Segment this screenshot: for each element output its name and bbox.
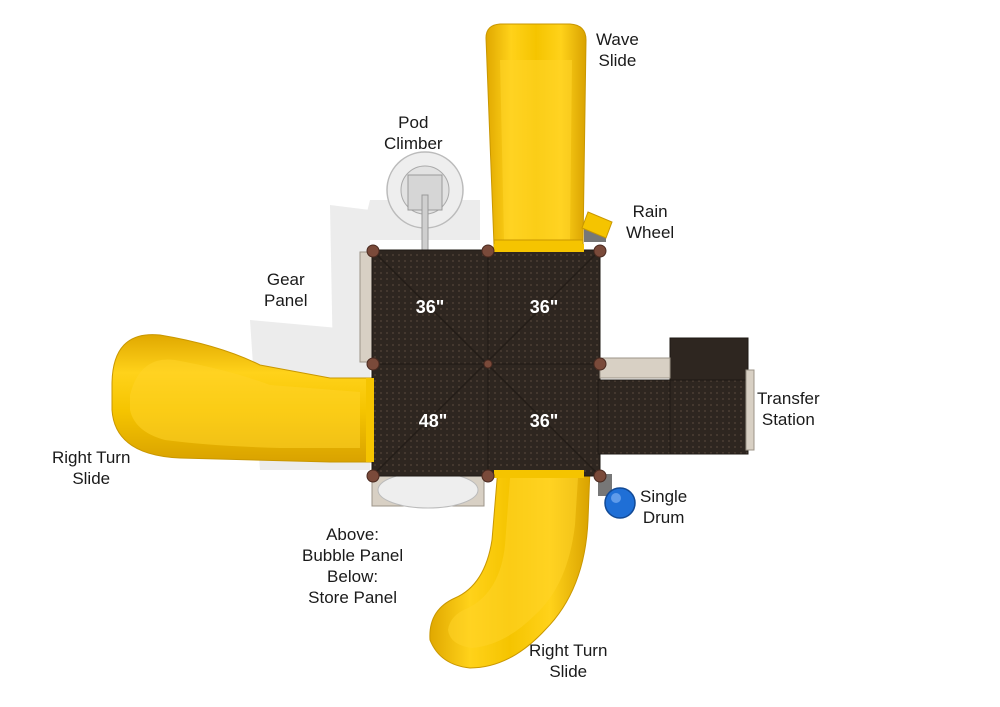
single-drum — [598, 474, 636, 519]
callout-transfer-station: Transfer Station — [757, 388, 820, 430]
callout-gear-panel: Gear Panel — [264, 269, 307, 311]
bubble-store-panel — [371, 471, 485, 509]
rain-wheel — [581, 211, 613, 242]
callout-single-drum-line-1: Single — [640, 487, 688, 506]
deck-height-bottom-right: 36" — [530, 411, 559, 431]
callout-bubble-store-panel-line-4: Store Panel — [308, 588, 397, 607]
callout-rain-wheel-line-1: Rain — [632, 202, 668, 221]
callout-wave-slide-line-1: Wave — [596, 30, 639, 49]
callout-bubble-store-panel: Above: Bubble Panel Below: Store Panel — [302, 524, 403, 608]
callout-rain-wheel: Rain Wheel — [626, 201, 674, 243]
callout-gear-panel-line-2: Panel — [264, 291, 308, 310]
transfer-station — [597, 337, 755, 455]
callout-right-turn-slide-bottom: Right Turn Slide — [529, 640, 607, 682]
callout-pod-climber-line-1: Pod — [398, 113, 429, 132]
right-turn-slide-left — [111, 334, 373, 463]
callout-single-drum-line-2: Drum — [642, 508, 685, 527]
pod-climber — [386, 151, 464, 261]
callout-transfer-station-line-1: Transfer — [757, 389, 820, 408]
callout-wave-slide: Wave Slide — [596, 29, 639, 71]
callout-bubble-store-panel-line-1: Above: — [326, 525, 380, 544]
post-caps — [366, 244, 607, 483]
callout-bubble-store-panel-line-3: Below: — [327, 567, 379, 586]
deck-height-top-right: 36" — [530, 297, 559, 317]
callout-pod-climber: Pod Climber — [384, 112, 443, 154]
deck-platform — [366, 244, 601, 478]
callout-right-turn-slide-left: Right Turn Slide — [52, 447, 130, 489]
right-turn-slide-bottom — [429, 467, 591, 669]
deck-height-bottom-left: 48" — [419, 411, 448, 431]
callout-transfer-station-line-2: Station — [761, 410, 815, 429]
callout-right-turn-slide-left-line-1: Right Turn — [52, 448, 131, 467]
deck-height-top-left: 36" — [416, 297, 445, 317]
callout-pod-climber-line-2: Climber — [384, 134, 443, 153]
callout-single-drum: Single Drum — [640, 486, 687, 528]
callout-bubble-store-panel-line-2: Bubble Panel — [302, 546, 404, 565]
callout-right-turn-slide-bottom-line-1: Right Turn — [529, 641, 608, 660]
callout-right-turn-slide-bottom-line-2: Slide — [549, 662, 588, 681]
callout-right-turn-slide-left-line-2: Slide — [72, 469, 111, 488]
callout-rain-wheel-line-2: Wheel — [626, 223, 675, 242]
callout-wave-slide-line-2: Slide — [598, 51, 637, 70]
wave-slide — [485, 23, 587, 251]
callout-gear-panel-line-1: Gear — [266, 270, 305, 289]
